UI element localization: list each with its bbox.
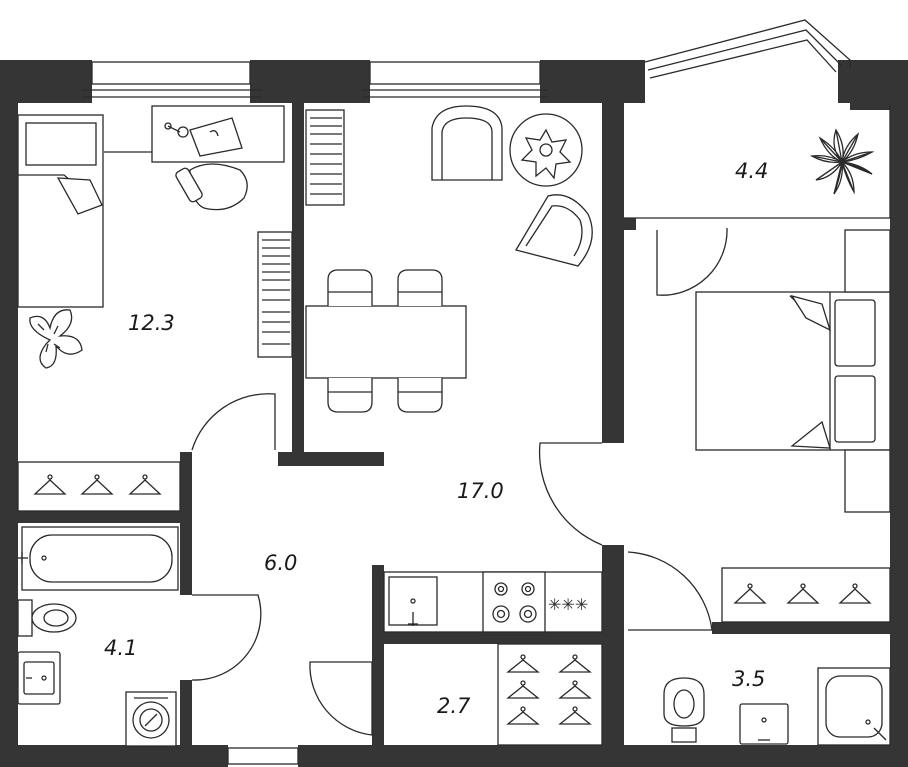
wall-left [0,60,18,767]
burners [492,582,537,623]
wall-top-mid2 [540,60,645,103]
area-label-living-kitchen: 17.0 [457,479,504,503]
area-label-hallway: 6.0 [264,551,297,575]
door-bath1 [191,594,262,681]
sink-2 [739,703,789,745]
wall-storage-top [372,632,612,644]
bed-pillow [25,122,97,166]
wall-right [890,60,908,767]
side-table [509,113,583,187]
wardrobe-1 [17,461,181,512]
wall-bottom-left [0,745,228,767]
toilet-2 [663,677,705,727]
door-bedroom [191,393,276,451]
dishwasher-symbols: ✳✳✳ [548,595,588,614]
laptop [189,117,243,157]
bookshelf-1 [257,231,293,358]
wall-living-right-upper [602,103,624,443]
door-bath2 [627,551,713,631]
plant-monstera [29,309,83,369]
storage-fixtures [497,643,603,746]
table-flower [520,128,572,180]
bathroom-1-fixtures [17,526,179,747]
windows [82,19,851,765]
bedroom-1-furniture [17,105,293,512]
bedroom-2-furniture [695,229,891,623]
wall-bedroom-hall [180,452,192,515]
wall-living-right-lower [602,545,624,755]
living-furniture: ✳✳✳ [305,105,603,633]
dining-table [305,305,467,379]
doors [191,227,728,736]
wall-bath-hall [180,515,192,595]
window-hall [227,747,299,765]
desk-lamp [177,126,189,138]
wall-stub-hall [278,452,384,466]
toilet-1 [17,599,33,637]
plant-balcony [809,128,875,195]
stove [482,571,546,633]
area-label-balcony: 4.4 [735,159,768,183]
hangers-2 [733,583,872,604]
hangers-3 [506,654,592,725]
bathroom-2-fixtures [663,667,891,746]
wall-storage-left [372,565,384,745]
washing-machine [125,691,177,747]
balcony-corner-wall [850,68,908,110]
room-labels: 12.3 17.0 4.4 6.0 4.1 2.7 3.5 [104,159,768,718]
door-balcony [656,227,728,296]
armchair-1 [431,105,503,181]
wall-bottom-right [298,745,908,767]
pillow-2 [834,375,876,443]
wall-bedroom-bottom [18,511,188,523]
walls [0,60,908,767]
wall-top-mid1 [250,60,370,103]
door-bedroom2 [538,442,603,546]
nightstand-bottom [844,449,891,513]
wall-balcony-bottom [624,218,636,230]
hangers-1 [33,474,162,495]
balcony-furniture [624,104,891,219]
area-label-bathroom-1: 4.1 [104,636,137,660]
wall-bedroom-living [292,103,304,456]
pillow-1 [834,299,876,367]
window-living [369,61,541,85]
balcony-glazing [644,19,851,68]
area-label-bedroom-1: 12.3 [128,311,175,335]
wall-bath-hall-lower [180,680,192,767]
dining-chairs [327,269,443,413]
door-storage [309,661,373,736]
window-bedroom [91,61,251,85]
desk-chair [189,163,248,211]
area-label-bathroom-2: 3.5 [732,667,765,691]
nightstand-top [844,229,891,293]
sink-1 [17,651,61,705]
wall-bath2-top [712,622,890,634]
bookshelf-2 [305,109,345,206]
wardrobe-2 [721,567,891,623]
area-label-storage: 2.7 [437,694,471,718]
